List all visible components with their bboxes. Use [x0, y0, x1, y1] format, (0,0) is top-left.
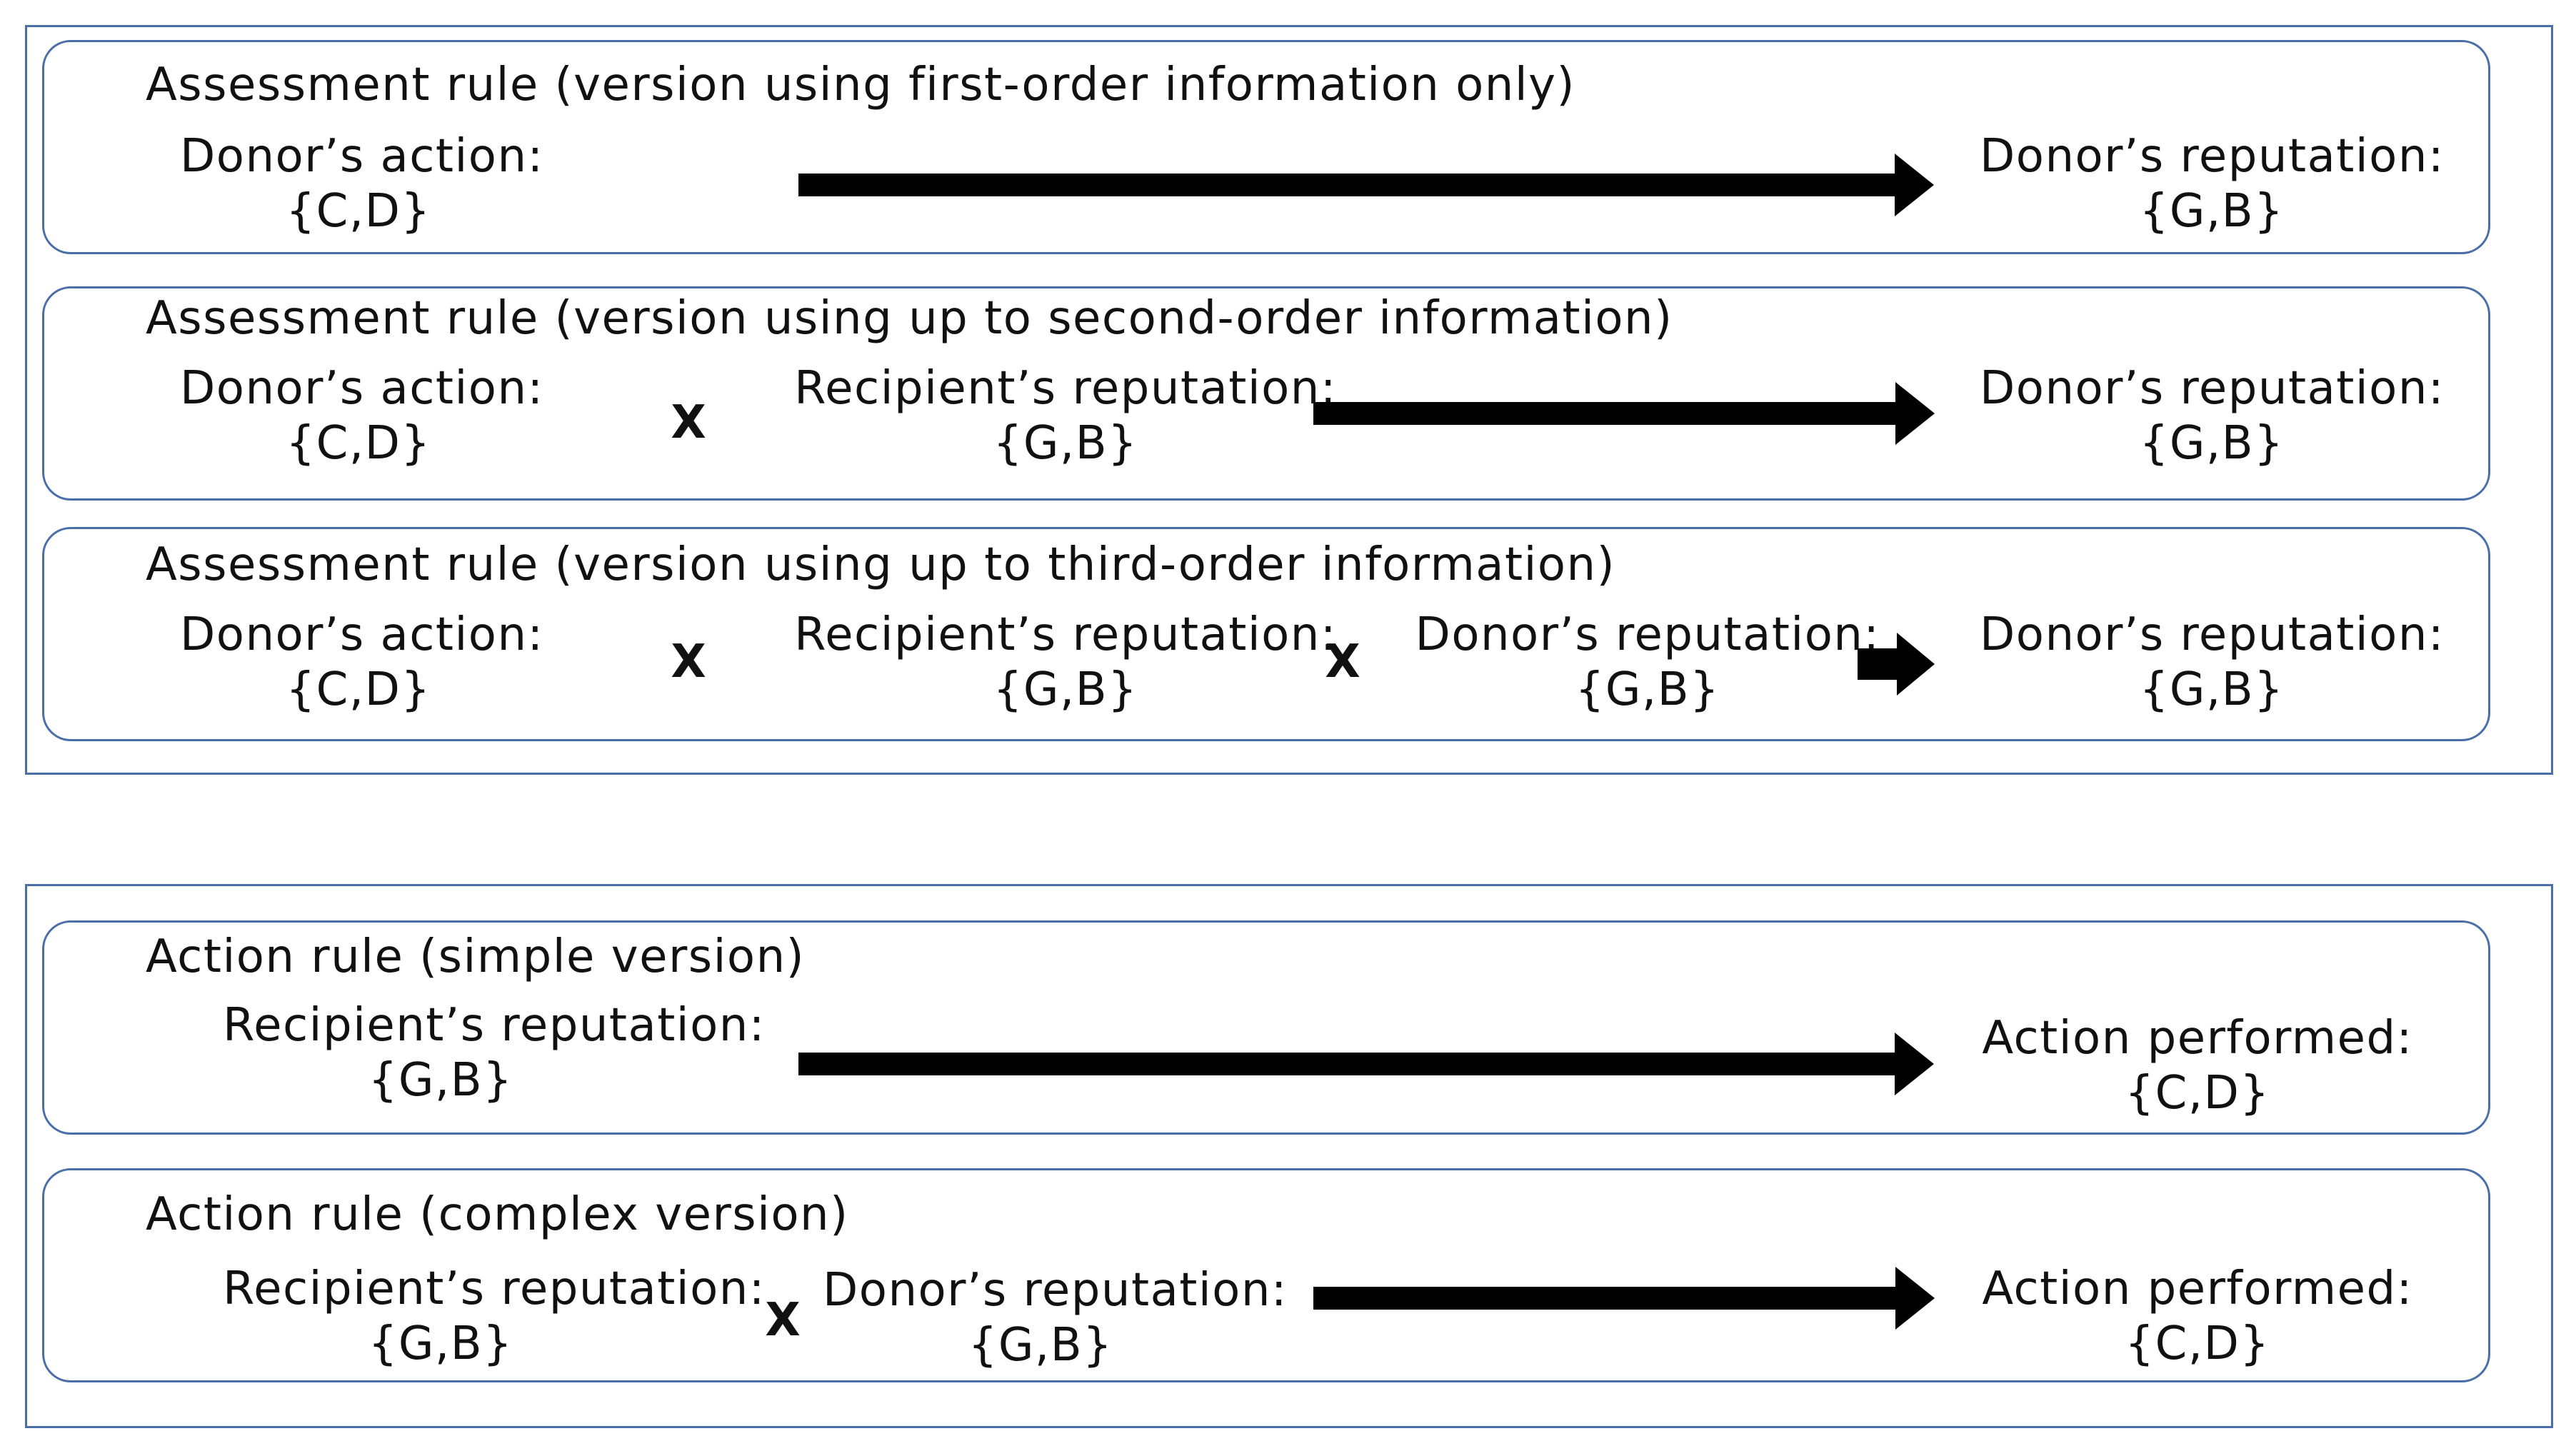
output-values: {G,B}	[2139, 416, 2285, 470]
input-values: {G,B}	[368, 1317, 513, 1370]
donor-action-input: Donor’s action: {C,D}	[180, 361, 544, 471]
action-performed-output: Action performed: {C,D}	[1980, 1011, 2415, 1121]
recipient-reputation-input: Recipient’s reputation: {G,B}	[794, 361, 1337, 471]
donor-reputation-output: Donor’s reputation: {G,B}	[1980, 129, 2444, 239]
multiply-operator: X	[671, 636, 706, 688]
input-values: {C,D}	[286, 663, 431, 716]
right-arrow-icon	[1313, 1267, 1935, 1330]
panel-title: Assessment rule (version using first-ord…	[146, 59, 1575, 111]
right-arrow-icon	[798, 154, 1934, 216]
panel-title: Assessment rule (version using up to sec…	[146, 292, 1673, 345]
recipient-reputation-input: Recipient’s reputation: {G,B}	[223, 1262, 766, 1372]
multiply-operator: X	[671, 396, 706, 449]
input-label: Donor’s action:	[180, 130, 544, 183]
input-values: {C,D}	[286, 184, 431, 238]
output-values: {G,B}	[2139, 184, 2285, 238]
panel-title: Assessment rule (version using up to thi…	[146, 538, 1616, 591]
right-arrow-icon	[1313, 382, 1935, 445]
input-label: Donor’s action:	[180, 362, 544, 415]
panel-title: Action rule (simple version)	[146, 930, 806, 983]
input-values: {G,B}	[993, 663, 1138, 716]
donor-action-input: Donor’s action: {C,D}	[180, 608, 544, 718]
assessment-rule-first-order-panel: Assessment rule (version using first-ord…	[42, 40, 2490, 254]
output-label: Donor’s reputation:	[1980, 362, 2445, 415]
output-label: Donor’s reputation:	[1980, 608, 2445, 661]
assessment-rule-second-order-panel: Assessment rule (version using up to sec…	[42, 286, 2490, 501]
input-label: Recipient’s reputation:	[794, 608, 1337, 661]
output-values: {C,D}	[2125, 1066, 2270, 1120]
assessment-rules-group: Assessment rule (version using first-ord…	[25, 25, 2553, 775]
input-label: Donor’s reputation:	[823, 1264, 1288, 1317]
output-label: Action performed:	[1982, 1012, 2413, 1065]
multiply-operator: X	[765, 1294, 801, 1347]
output-values: {C,D}	[2125, 1317, 2270, 1370]
input-values: {C,D}	[286, 416, 431, 470]
donor-action-input: Donor’s action: {C,D}	[180, 129, 544, 239]
input-label: Donor’s action:	[180, 608, 544, 661]
input-values: {G,B}	[968, 1318, 1113, 1372]
output-label: Donor’s reputation:	[1980, 130, 2445, 183]
input-label: Recipient’s reputation:	[794, 362, 1337, 415]
input-label: Recipient’s reputation:	[223, 1262, 766, 1315]
output-values: {G,B}	[2139, 663, 2285, 716]
input-values: {G,B}	[993, 416, 1138, 470]
input-values: {G,B}	[1575, 663, 1720, 716]
donor-reputation-input: Donor’s reputation: {G,B}	[1401, 608, 1894, 718]
action-performed-output: Action performed: {C,D}	[1980, 1262, 2415, 1372]
panel-title: Action rule (complex version)	[146, 1188, 849, 1241]
donor-reputation-output: Donor’s reputation: {G,B}	[1980, 361, 2444, 471]
assessment-rule-third-order-panel: Assessment rule (version using up to thi…	[42, 527, 2490, 741]
right-arrow-icon	[1858, 633, 1935, 696]
input-label: Donor’s reputation:	[1415, 608, 1880, 661]
multiply-operator: X	[1325, 636, 1360, 688]
output-label: Action performed:	[1982, 1262, 2413, 1315]
right-arrow-icon	[798, 1033, 1934, 1095]
action-rule-simple-panel: Action rule (simple version) Recipient’s…	[42, 920, 2490, 1135]
action-rules-group: Action rule (simple version) Recipient’s…	[25, 884, 2553, 1428]
action-rule-complex-panel: Action rule (complex version) Recipient’…	[42, 1168, 2490, 1382]
donor-reputation-input: Donor’s reputation: {G,B}	[823, 1263, 1288, 1373]
recipient-reputation-input: Recipient’s reputation: {G,B}	[794, 608, 1337, 718]
recipient-reputation-input: Recipient’s reputation: {G,B}	[223, 998, 766, 1108]
input-label: Recipient’s reputation:	[223, 999, 766, 1052]
donor-reputation-output: Donor’s reputation: {G,B}	[1980, 608, 2444, 718]
input-values: {G,B}	[368, 1053, 513, 1107]
